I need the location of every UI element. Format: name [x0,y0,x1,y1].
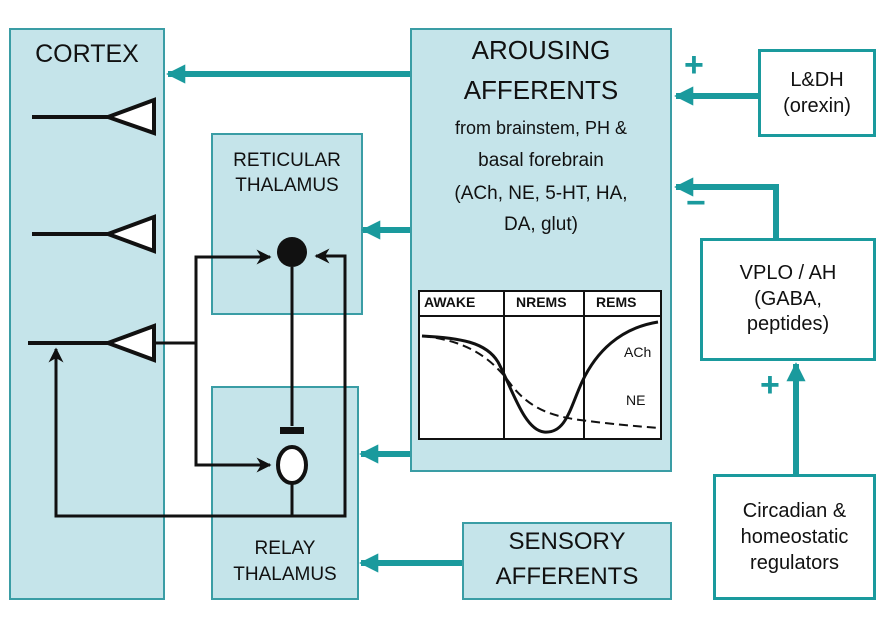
cortex-neuron-1 [32,97,156,136]
orexin-label: (orexin) [783,95,851,117]
vplo-label: VPLO / AH [739,262,837,285]
series-ne-line [421,335,659,429]
circadian-plus-sign: + [760,366,780,404]
cortex-neuron-3 [28,323,156,363]
cortex-to-relay-arrow [194,343,272,473]
sensory-afferents-box [462,522,672,600]
reticular-neuron [277,237,307,267]
inhibitory-synapse-bar [280,427,304,434]
cortex-neuron-2 [32,214,156,254]
ldh-plus-sign: + [684,46,704,84]
circadian-box: Circadian & homeostatic regulators [713,474,876,600]
sensory-label-1: SENSORY [508,528,626,555]
arousing-title-1: AROUSING [471,35,611,65]
state-nrems-label: NREMS [516,294,567,310]
chart-plot [420,292,660,438]
peptides-label: peptides) [746,313,830,336]
ldh-orexin-box: L&DH (orexin) [758,49,876,137]
arousing-sub-4: DA, glut) [504,214,578,235]
arousing-sub-1: from brainstem, PH & [454,118,628,138]
vplo-to-arousing-arrow [674,177,779,238]
relay-thalamus-box [211,386,359,600]
relay-label-2: THALAMUS [233,564,337,585]
circadian-label: Circadian & [742,500,847,522]
cortex-to-reticular-arrow [194,249,272,343]
arousing-title-2: AFFERENTS [463,75,619,105]
relay-neuron [276,445,308,485]
sleep-state-chart: AWAKE NREMS REMS ACh NE [418,290,662,440]
homeostatic-label: homeostatic [740,526,849,548]
series-ach-line [421,320,659,434]
relay-label-1: RELAY [254,538,316,559]
relay-to-cortex-arrow [48,347,292,518]
relay-to-reticular-arrow [290,248,347,518]
reticular-thalamus-box [211,133,363,315]
series-ne-label: NE [626,392,646,408]
regulators-label: regulators [750,552,839,574]
reticular-label-2: THALAMUS [235,175,339,196]
arousing-sub-2: basal forebrain [478,150,604,171]
ldh-label: L&DH [790,69,844,91]
reticular-label-1: RETICULAR [233,150,341,171]
sensory-label-2: AFFERENTS [495,563,639,590]
vplo-ah-box: VPLO / AH (GABA, peptides) [700,238,876,361]
gaba-label: (GABA, [754,287,822,310]
cortex-title: CORTEX [35,40,139,68]
state-rems-label: REMS [596,294,637,310]
state-awake-label: AWAKE [424,294,476,310]
arousing-sub-3: (ACh, NE, 5-HT, HA, [454,183,628,204]
series-ach-label: ACh [624,344,652,360]
